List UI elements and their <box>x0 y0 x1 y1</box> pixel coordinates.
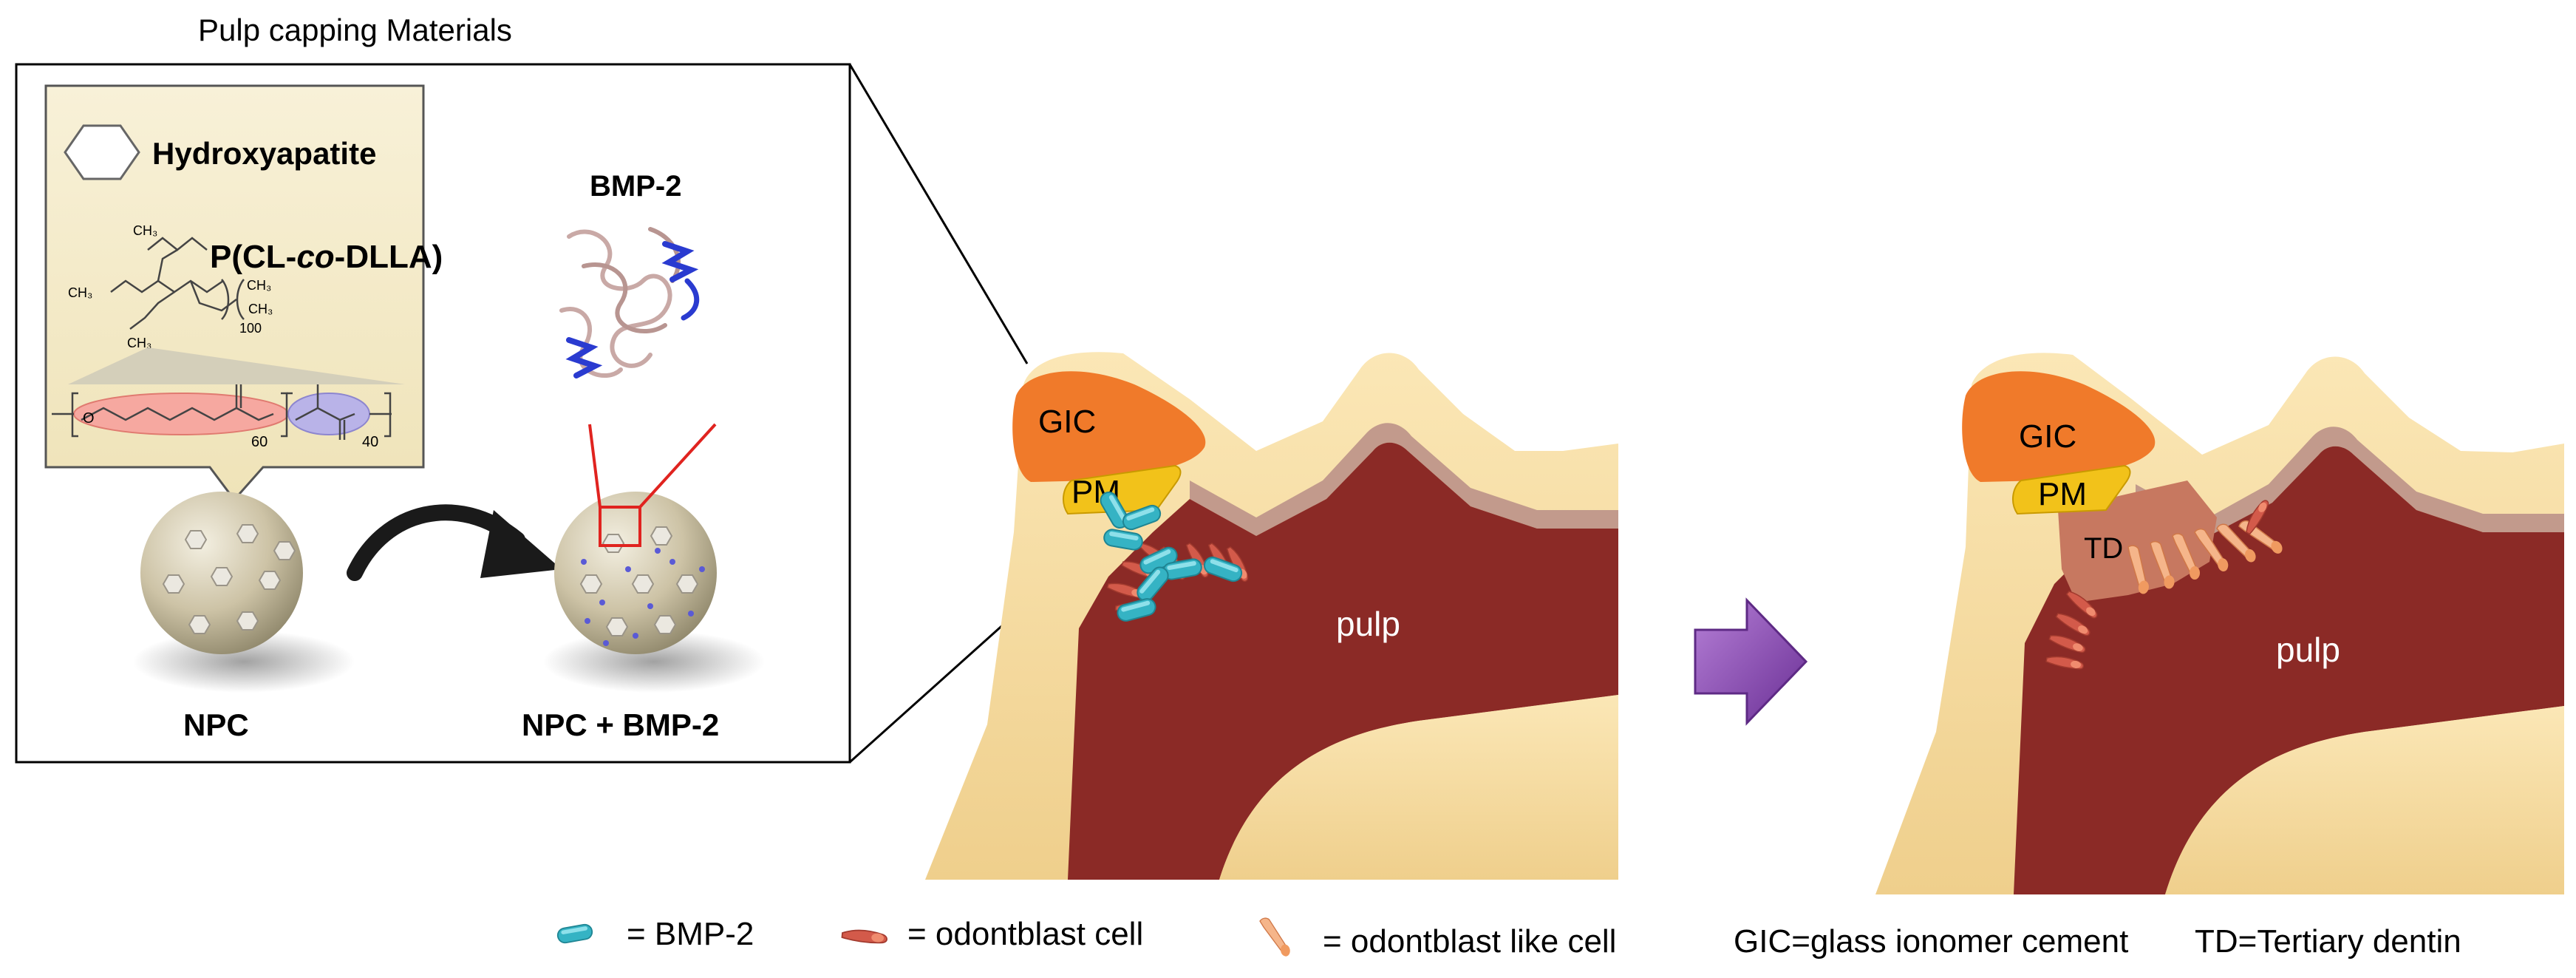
pm-layer-after <box>2012 464 2131 515</box>
tooth-after-enamel-edge <box>2136 427 2564 540</box>
gic-layer-after <box>1962 371 2156 482</box>
legend-odontoblast-like-label: = odontblast like cell <box>1323 923 1616 960</box>
tooth-before-pulp <box>1068 442 1618 880</box>
hydroxyapatite-label: Hydroxyapatite <box>152 136 376 171</box>
gic-layer-before <box>1012 371 1206 482</box>
npc-bmp2-sphere-shadow <box>543 631 765 693</box>
legend-odontoblast-icon <box>841 928 888 945</box>
ch3-label-b: CH₃ <box>68 285 92 300</box>
ch3-label-e: CH₃ <box>127 336 151 350</box>
td-label: TD <box>2084 532 2123 565</box>
polymer-structure <box>110 237 245 330</box>
tooth-before-lower-dentin <box>1219 695 1618 880</box>
npc-label: NPC <box>183 707 249 742</box>
npc-bmp2-protein-dots <box>581 548 705 646</box>
legend-odontoblast-like-icon <box>1258 914 1292 960</box>
zoom-cone <box>68 347 405 384</box>
pm-layer-before <box>1063 464 1182 515</box>
repeating-units: O 60 40 <box>52 384 392 450</box>
legend-bmp2-icon <box>556 923 594 945</box>
polymer-label: P(CL-co-DLLA) <box>210 239 443 275</box>
repeat-100-label: 100 <box>239 321 262 336</box>
page-title: Pulp capping Materials <box>198 13 512 47</box>
pm-label-after: PM <box>2038 476 2087 512</box>
ch3-label-d: CH₃ <box>248 302 273 316</box>
repeat-60-label: 60 <box>251 434 268 450</box>
tooth-after: GIC PM TD pulp <box>1875 353 2564 895</box>
zoom-line-right <box>638 423 717 509</box>
zoom-line-upper <box>848 64 1029 364</box>
repeat-40-label: 40 <box>362 434 378 450</box>
legend: = BMP-2 = odontblast cell = odontblast l… <box>556 914 2461 960</box>
zoom-selection-box <box>599 506 641 547</box>
npc-bmp2-label: NPC + BMP-2 <box>522 707 719 742</box>
legend-gic-abbrev: GIC=glass ionomer cement <box>1734 923 2128 960</box>
gic-label-after: GIC <box>2019 418 2076 455</box>
tooth-after-lower-dentin <box>2165 706 2564 894</box>
oxygen-label: O <box>83 410 95 427</box>
hydroxyapatite-hexagon-icon <box>64 124 140 180</box>
pulp-label-after: pulp <box>2276 631 2340 669</box>
tooth-before: GIC PM pulp <box>925 352 1618 880</box>
legend-td-abbrev: TD=Tertiary dentin <box>2195 923 2461 960</box>
legend-odontoblast-label: = odontblast cell <box>907 916 1143 952</box>
legend-bmp2-label: = BMP-2 <box>627 916 754 952</box>
bmp2-title: BMP-2 <box>590 170 681 203</box>
pulp-label-before: pulp <box>1336 605 1400 643</box>
gic-label-before: GIC <box>1038 404 1096 440</box>
ch3-label-a: CH₃ <box>133 223 157 238</box>
ch3-label-c: CH₃ <box>247 278 271 293</box>
curved-arrow-head <box>480 510 562 578</box>
zoom-line-left <box>588 424 602 508</box>
npc-bmp2-sphere <box>554 492 717 654</box>
tooth-before-enamel-edge <box>1190 423 1618 536</box>
bmp2-protein-structure <box>559 227 700 378</box>
zoom-line-lower <box>848 602 1029 764</box>
progression-arrow-icon <box>1694 597 1808 726</box>
